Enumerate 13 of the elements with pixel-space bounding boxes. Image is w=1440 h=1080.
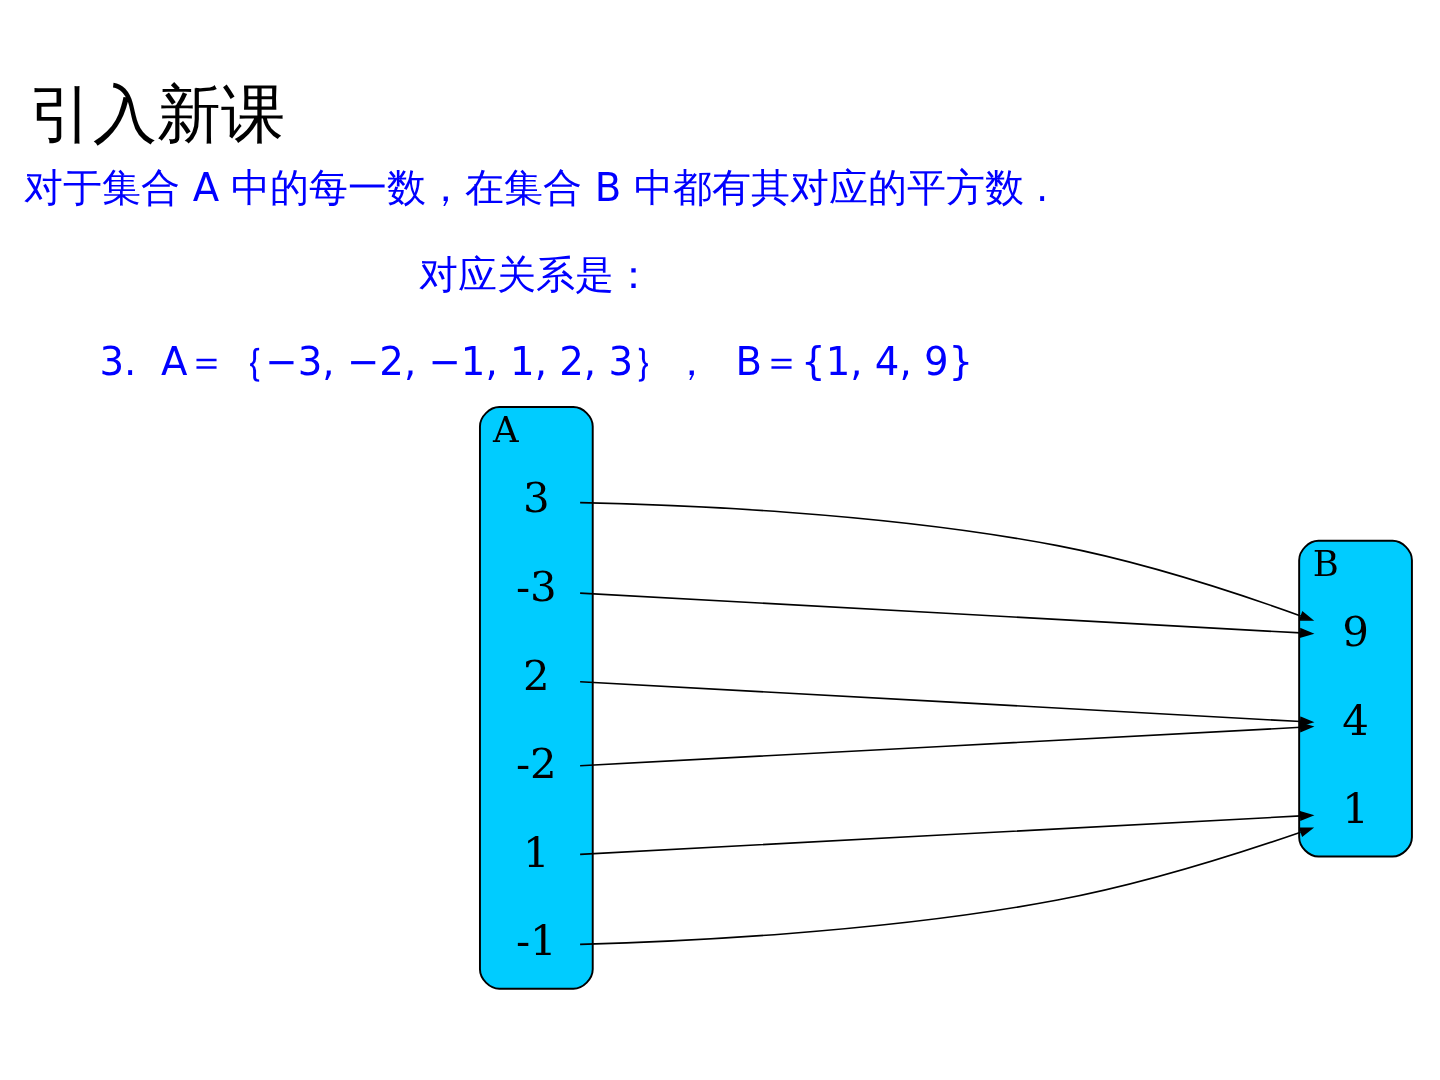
node-text: 1: [523, 827, 550, 877]
node-text: 3: [523, 473, 550, 523]
node-text: 1: [1342, 784, 1369, 834]
node-text: -1: [515, 916, 557, 966]
node-text: -3: [515, 561, 557, 611]
node-text: -2: [515, 739, 557, 789]
node-text: 4: [1342, 695, 1369, 745]
diagram-title: 引入新课: [28, 76, 285, 152]
label: 对应关系是：: [419, 252, 654, 298]
label: 对于集合 A 中的每一数，在集合 B 中都有其对应的平方数 .: [24, 165, 1049, 211]
label: 3. A＝｛−3, −2, −1, 1, 2, 3｝， B＝{1, 4, 9}: [99, 339, 974, 385]
node-text: 9: [1342, 607, 1369, 656]
node-text: 2: [523, 650, 550, 700]
